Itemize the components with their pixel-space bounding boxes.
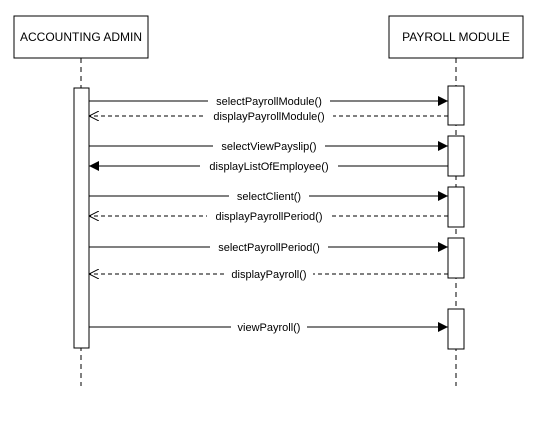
message-label: displayPayrollPeriod(): [216, 211, 323, 223]
activation-payroll-2: [447, 135, 465, 177]
participant-payroll-module-label: PAYROLL MODULE: [402, 30, 510, 44]
participant-accounting-admin: ACCOUNTING ADMIN: [13, 15, 149, 59]
activation-payroll-1: [447, 85, 465, 126]
message-label: viewPayroll(): [238, 322, 301, 334]
message-label: displayPayrollModule(): [213, 111, 324, 123]
message-display-payroll: displayPayroll(): [89, 267, 448, 281]
message-select-client: selectClient(): [89, 189, 448, 203]
message-view-payroll: viewPayroll(): [89, 320, 448, 334]
participant-payroll-module: PAYROLL MODULE: [388, 15, 524, 59]
message-display-payroll-module: displayPayrollModule(): [89, 109, 448, 123]
message-label: displayPayroll(): [231, 269, 306, 281]
activation-accounting-admin: [73, 87, 90, 349]
activation-payroll-3: [447, 186, 465, 228]
message-label: selectPayrollPeriod(): [218, 242, 319, 254]
message-label: selectPayrollModule(): [216, 96, 322, 108]
participant-accounting-admin-label: ACCOUNTING ADMIN: [20, 30, 142, 44]
message-select-payroll-module: selectPayrollModule(): [89, 94, 448, 108]
activation-payroll-4: [447, 237, 465, 279]
message-label: selectClient(): [237, 191, 301, 203]
message-display-payroll-period: displayPayrollPeriod(): [89, 209, 448, 223]
message-label: displayListOfEmployee(): [209, 161, 328, 173]
message-select-view-payslip: selectViewPayslip(): [89, 139, 448, 153]
message-label: selectViewPayslip(): [221, 141, 316, 153]
activation-payroll-5: [447, 308, 465, 350]
message-select-payroll-period: selectPayrollPeriod(): [89, 240, 448, 254]
message-display-list-of-employee: displayListOfEmployee(): [89, 159, 448, 173]
